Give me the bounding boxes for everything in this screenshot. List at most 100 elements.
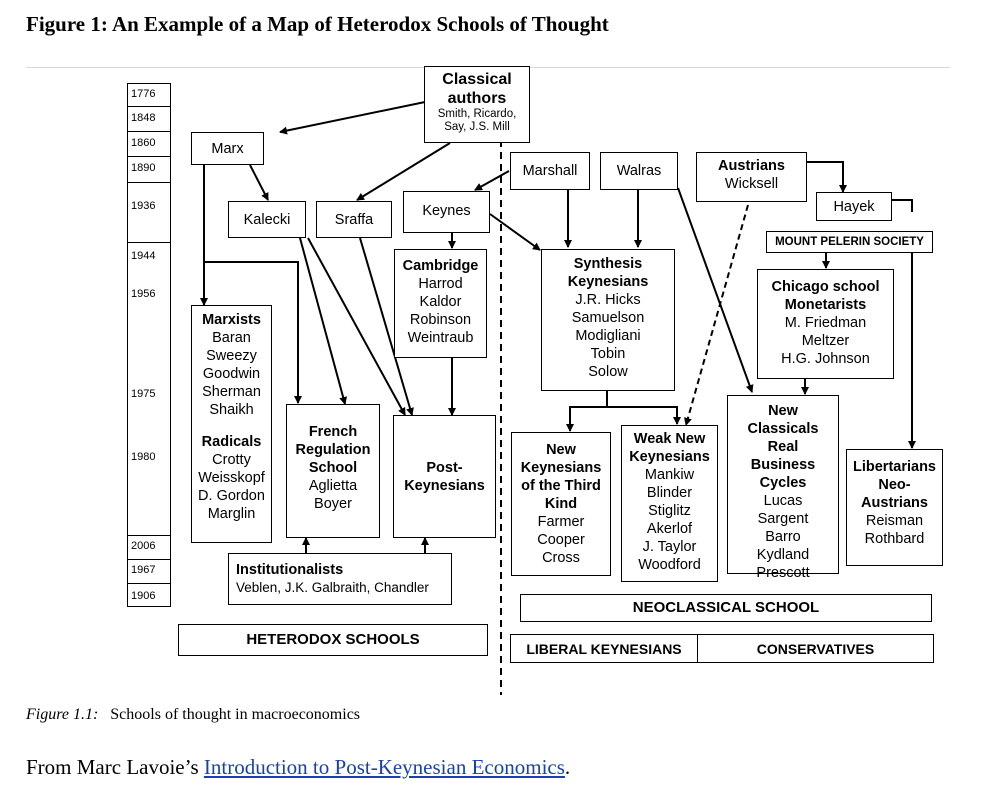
node-institutionalists: Institutionalists Veblen, J.K. Galbraith… [228,553,452,605]
node-label: Keynes [422,203,471,219]
node-names: Crotty [212,452,251,468]
node-title: Marxists [202,312,261,328]
node-names: Harrod [418,276,463,292]
node-title: Weak New Keynesians [629,431,710,465]
node-names: J. Taylor [642,539,697,555]
node-title: New Keynesians of the Third Kind [520,442,602,512]
node-austrians: Austrians Wicksell [696,152,807,202]
link-marx-french [204,261,302,404]
node-names: Solow [588,364,628,380]
group-label: CONSERVATIVES [756,641,875,657]
timeline-year: 1936 [131,200,156,212]
link-austrians-weaknewk [684,204,749,426]
page-title: Figure 1: An Example of a Map of Heterod… [26,12,609,36]
timeline-year: 1906 [131,590,156,602]
timeline-box [127,83,171,607]
node-classical: Classical authors Smith, Ricardo, Say, J… [424,66,530,143]
node-postk: Post-Keynesians [393,415,496,538]
timeline-year: 1776 [131,88,156,100]
node-walras: Walras [600,152,678,190]
timeline-year: 1975 [131,388,156,400]
link-walras-newclassicals [677,187,754,393]
link-synthesis-newk3 [566,391,608,432]
link-synthesis-weaknewk [607,406,681,425]
node-title: Radicals [201,434,262,450]
node-names: Shaikh [209,402,254,418]
node-chicago: Chicago school Monetarists M. Friedman M… [757,269,894,379]
node-label: Marshall [522,163,578,179]
timeline-year: 1890 [131,162,156,174]
group-conservatives: CONSERVATIVES [697,634,934,663]
node-names: Farmer [537,514,585,530]
node-hayek: Hayek [816,192,892,221]
node-kalecki: Kalecki [228,201,306,238]
node-libertarians: Libertarians Neo-Austrians Reisman Rothb… [846,449,943,566]
timeline-year: 1967 [131,564,156,576]
node-title: New Classicals Real Business Cycles [747,403,819,491]
node-names: Kydland [756,547,810,563]
link-marx-kalecki [249,164,269,201]
node-newk3: New Keynesians of the Third Kind Farmer … [511,432,611,576]
node-names: Sweezy [206,348,257,364]
node-cambridge: Cambridge Harrod Kaldor Robinson Weintra… [394,249,487,358]
node-names: Goodwin [202,366,261,382]
node-french: French Regulation School Aglietta Boyer [286,404,380,538]
node-names: M. Friedman [784,315,867,331]
source-prefix: From Marc Lavoie’s [26,755,204,779]
link-keynes-synthesis [489,213,541,251]
node-names: Robinson [409,312,472,328]
node-names: Rothbard [864,531,925,547]
source-link[interactable]: Introduction to Post-Keynesian Economics [203,755,565,779]
figure-caption: Figure 1.1: Schools of thought in macroe… [26,706,360,724]
node-label: Walras [616,163,662,179]
node-weaknewk: Weak New Keynesians Mankiw Blinder Stigl… [621,425,718,582]
node-names: Stiglitz [648,503,691,519]
link-austrians-hayek [807,161,847,193]
node-newclassicals: New Classicals Real Business Cycles Luca… [727,395,839,581]
timeline-year: 1860 [131,137,156,149]
source-suffix: . [564,755,571,779]
group-label: HETERODOX SCHOOLS [246,631,420,648]
group-label: NEOCLASSICAL SCHOOL [632,599,820,616]
timeline-year: 1956 [131,288,156,300]
node-marx: Marx [191,132,264,165]
timeline-separator [128,156,170,157]
node-names: H.G. Johnson [781,351,870,367]
timeline-year: 2006 [131,540,156,552]
caption-text: Schools of thought in macroeconomics [110,706,361,723]
node-names: Sherman [202,384,261,400]
group-neoclassical: NEOCLASSICAL SCHOOL [520,594,932,622]
node-names: Akerlof [646,521,693,537]
node-title: Institutionalists [236,562,344,578]
caption-label: Figure 1.1: [26,706,99,723]
timeline-separator [128,535,170,536]
node-names: Woodford [638,557,701,573]
timeline-year: 1980 [131,451,156,463]
node-marshall: Marshall [510,152,590,190]
timeline-separator [128,106,170,107]
group-heterodox: HETERODOX SCHOOLS [178,624,488,656]
node-names: Tobin [590,346,626,362]
node-names: Sargent [757,511,809,527]
node-names: D. Gordon [198,488,265,504]
source-line: From Marc Lavoie’s Introduction to Post-… [26,755,570,780]
link-classical-marx [279,101,426,135]
node-names: Baran [212,330,251,346]
node-names: Lucas [763,493,803,509]
node-names: Wicksell [724,176,779,192]
node-mont-pelerin: MOUNT PELERIN SOCIETY [766,231,933,253]
timeline-separator [128,182,170,183]
timeline-separator [128,242,170,243]
group-label: LIBERAL KEYNESIANS [526,641,682,657]
node-names: Blinder [646,485,693,501]
link-hayek-libertarians [892,199,913,212]
node-names: Samuelson [571,310,645,326]
node-names: Cross [542,550,580,566]
timeline-year: 1848 [131,112,156,124]
node-names: Marglin [207,506,256,522]
node-label: Marx [211,141,244,157]
node-names: Meltzer [801,333,850,349]
timeline-separator [128,583,170,584]
timeline-separator [128,559,170,560]
